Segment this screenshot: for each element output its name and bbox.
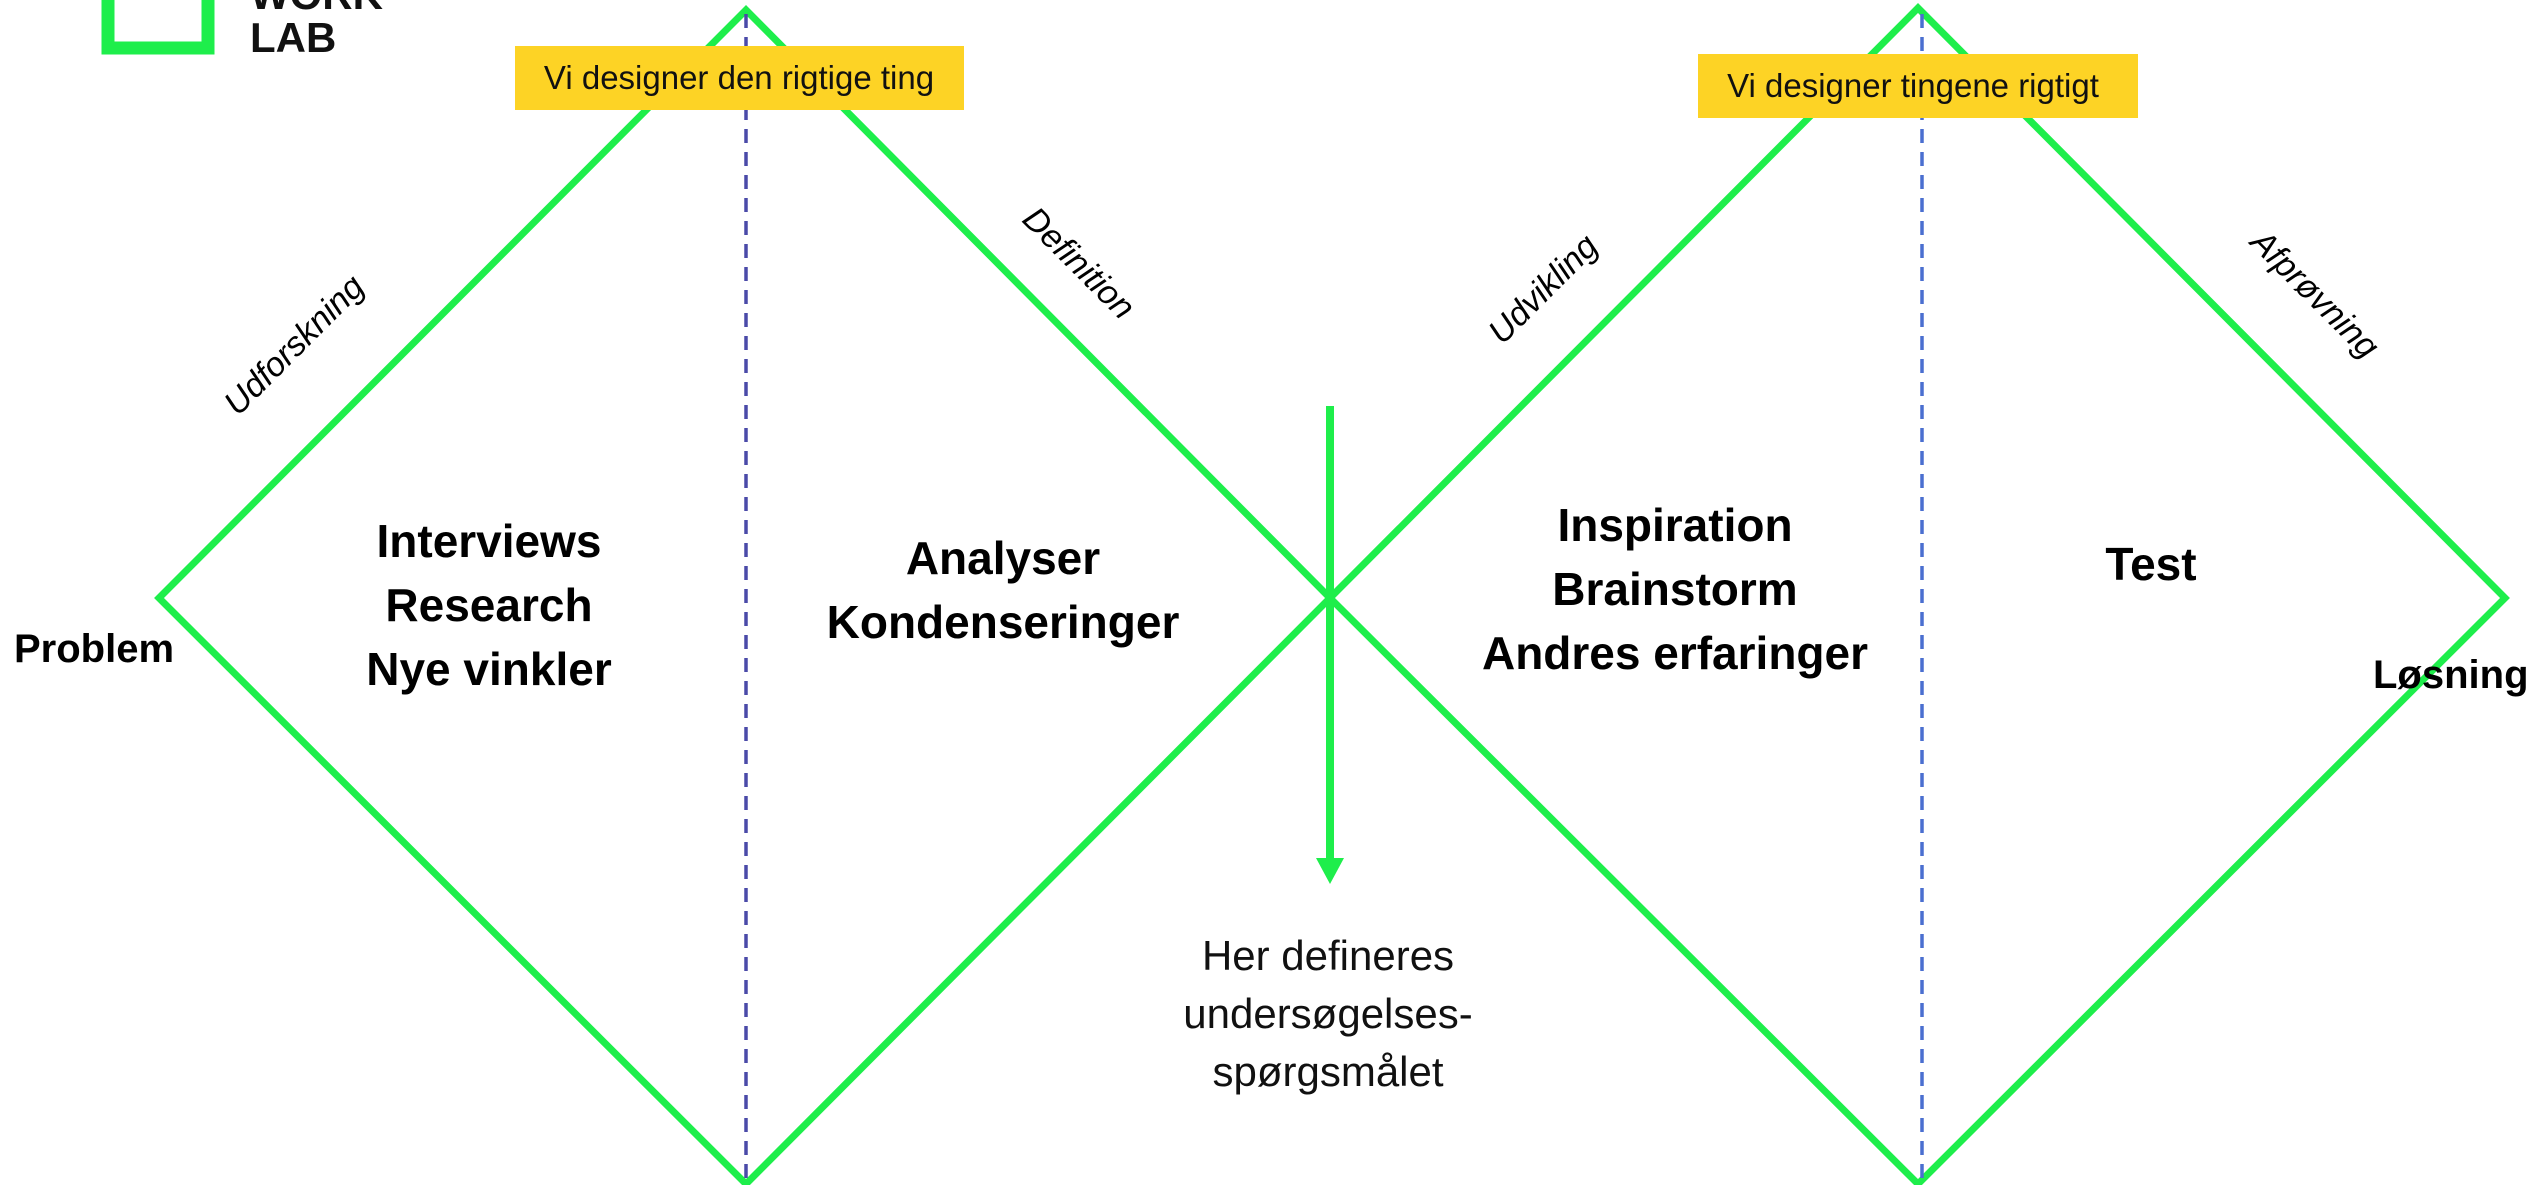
content-define-line: Kondenseringer <box>827 596 1180 648</box>
logo-line-1: WORK <box>250 0 383 18</box>
content-define: Analyser Kondenseringer <box>827 532 1180 648</box>
endpoint-solution: Løsning <box>2373 653 2529 697</box>
content-develop-line: Andres erfaringer <box>1482 627 1868 679</box>
phase-label-deliver: Afprøvning <box>2242 221 2387 366</box>
phase-label-develop: Udvikling <box>1481 227 1605 351</box>
content-discover-line: Interviews <box>377 515 602 567</box>
logo-mark-icon <box>101 0 215 55</box>
right-diamond <box>1325 3 2510 1185</box>
banner-left-text: Vi designer den rigtige ting <box>544 59 934 96</box>
banner-right: Vi designer tingene rigtigt <box>1698 54 2138 118</box>
logo-line-2: LAB <box>250 14 336 61</box>
content-develop-line: Inspiration <box>1557 499 1792 551</box>
phase-label-discover: Udforskning <box>217 268 372 423</box>
note-line: Her defineres <box>1202 932 1454 979</box>
content-discover: Interviews Research Nye vinkler <box>366 515 612 695</box>
content-develop-line: Brainstorm <box>1552 563 1797 615</box>
worklab-logo: WORK LAB <box>101 0 383 61</box>
arrowhead-icon <box>1316 858 1344 884</box>
content-discover-line: Research <box>385 579 592 631</box>
definition-arrow <box>1316 406 1344 884</box>
content-deliver-line: Test <box>2105 538 2196 590</box>
content-discover-line: Nye vinkler <box>366 643 612 695</box>
content-define-line: Analyser <box>906 532 1100 584</box>
definition-note: Her defineres undersøgelses- spørgsmålet <box>1183 932 1472 1095</box>
note-line: undersøgelses- <box>1183 990 1472 1037</box>
banner-left: Vi designer den rigtige ting <box>515 46 964 110</box>
endpoint-problem: Problem <box>14 627 174 671</box>
phase-label-define: Definition <box>1015 200 1142 327</box>
content-develop: Inspiration Brainstorm Andres erfaringer <box>1482 499 1868 679</box>
note-line: spørgsmålet <box>1212 1048 1443 1095</box>
banner-right-text: Vi designer tingene rigtigt <box>1727 67 2099 104</box>
